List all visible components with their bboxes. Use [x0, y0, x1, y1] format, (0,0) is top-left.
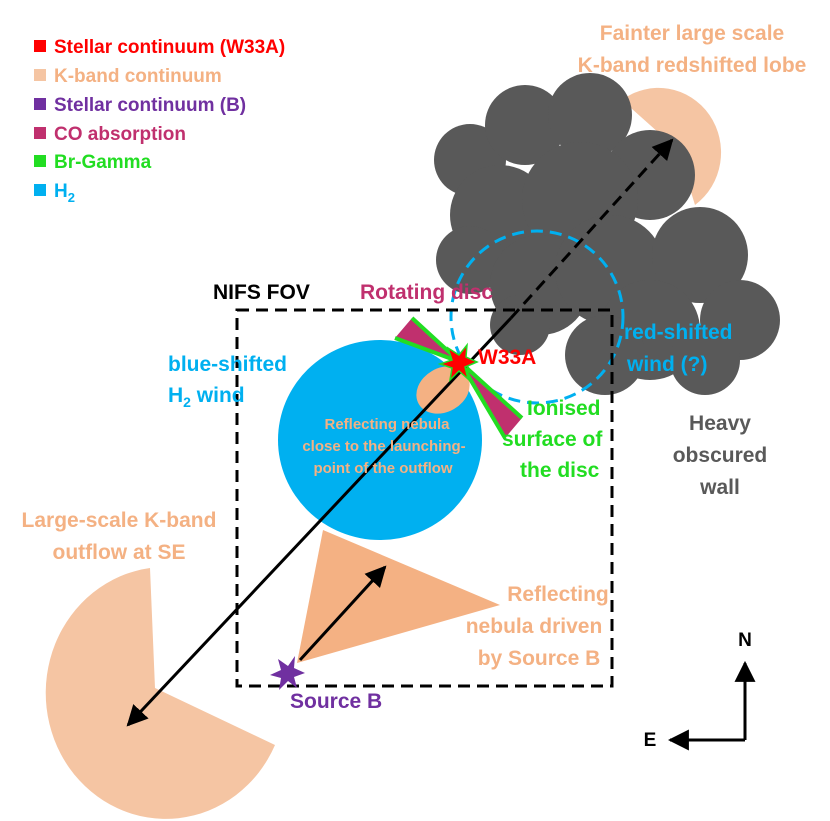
wall-label-line2: obscured: [673, 444, 768, 467]
nebula-b-label-line2: nebula driven: [466, 615, 603, 638]
se-outflow-label-line2: outflow at SE: [53, 541, 186, 564]
compass: N E: [644, 630, 756, 751]
outflow-axis-nw: [509, 138, 674, 320]
source-b-nebula: [297, 530, 500, 663]
legend-label-stellar-b: Stellar continuum (B): [54, 95, 246, 116]
legend-swatch-br-gamma: [34, 155, 46, 167]
north-label: N: [738, 630, 752, 651]
source-b-star-icon: [270, 656, 305, 690]
blue-wind-label-line2: H2 wind: [168, 384, 245, 410]
nifs-fov-box: [235, 308, 614, 688]
nebula-b-label-line1: Reflecting: [507, 583, 609, 606]
ionised-label-line1: Ionised: [527, 397, 601, 420]
wall-label-line1: Heavy: [689, 412, 751, 435]
legend-label-co: CO absorption: [54, 124, 186, 145]
red-wind-label-line1: red-shifted: [624, 321, 733, 344]
fainter-lobe-label-line1: Fainter large scale: [600, 22, 784, 45]
source-b-outflow-arrow: [298, 565, 387, 662]
nebula-b-label-line3: by Source B: [478, 647, 601, 670]
launch-nebula-label-line2: close to the launching-: [302, 438, 465, 455]
se-outflow-lobe: [45, 568, 276, 819]
red-wind-label-line2: wind (?): [626, 353, 707, 376]
legend: Stellar continuum (W33A) K-band continuu…: [34, 37, 285, 205]
legend-swatch-stellar-b: [34, 98, 46, 110]
legend-label-h2: H2: [54, 181, 75, 205]
legend-label-stellar-w33a: Stellar continuum (W33A): [54, 37, 285, 58]
rotating-disc-label: Rotating disc: [360, 281, 493, 304]
w33a-label: W33A: [478, 346, 536, 369]
launch-nebula-label-line1: Reflecting nebula: [324, 416, 450, 433]
fainter-lobe-label-line2: K-band redshifted lobe: [578, 54, 807, 77]
redshifted-lobe: [622, 87, 722, 205]
ionised-label-line2: surface of: [502, 428, 603, 451]
launch-nebula-label-line3: point of the outflow: [313, 460, 452, 477]
nifs-fov-label: NIFS FOV: [213, 281, 310, 304]
ionised-label-line3: the disc: [520, 459, 600, 482]
legend-label-k-band: K-band continuum: [54, 66, 222, 87]
outflow-axis-se: [126, 316, 513, 727]
w33a-star-icon: [437, 342, 479, 383]
blue-wind-label-line1: blue-shifted: [168, 353, 287, 376]
wall-label-line3: wall: [699, 476, 740, 499]
legend-swatch-stellar-w33a: [34, 40, 46, 52]
legend-swatch-h2: [34, 184, 46, 196]
se-outflow-label-line1: Large-scale K-band: [22, 509, 217, 532]
legend-label-br-gamma: Br-Gamma: [54, 152, 152, 173]
red-shifted-wind-circle: [449, 229, 625, 405]
source-b-label: Source B: [290, 690, 382, 713]
legend-swatch-k-band: [34, 69, 46, 81]
east-label: E: [644, 730, 657, 751]
legend-swatch-co: [34, 127, 46, 139]
